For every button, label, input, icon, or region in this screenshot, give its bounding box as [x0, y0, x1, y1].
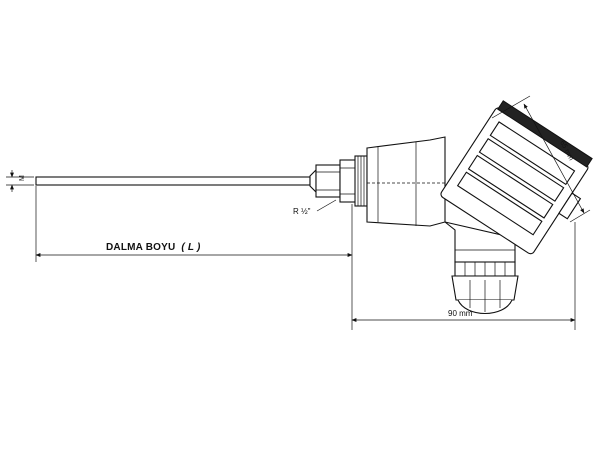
- probe-sheath: [35, 176, 311, 186]
- width-dimension: [351, 222, 576, 330]
- diameter-dimension: [6, 170, 34, 192]
- immersion-length-symbol: ( L ): [181, 242, 201, 253]
- immersion-length-dimension: [35, 186, 353, 262]
- immersion-length-text: DALMA BOYU: [106, 242, 175, 253]
- compression-fitting: [309, 155, 368, 207]
- head-size-dimension: [491, 95, 591, 223]
- diameter-label: M: [19, 175, 26, 181]
- immersion-length-label: DALMA BOYU ( L ): [106, 242, 201, 253]
- connection-head: [366, 136, 516, 263]
- thread-label: R ½": [293, 207, 311, 216]
- width-label: 90 mm: [448, 309, 473, 318]
- cable-gland: [451, 261, 519, 314]
